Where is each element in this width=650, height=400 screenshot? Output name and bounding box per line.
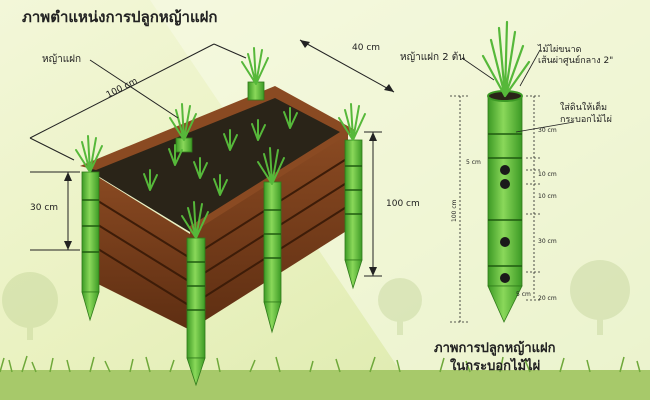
grass-pointer-line	[89, 59, 179, 119]
dimension-arrowheads-left	[64, 40, 394, 276]
seg-1-label: 10 cm	[538, 171, 557, 178]
seg-3-label: 30 cm	[538, 238, 557, 245]
grass-label: หญ้าแฝก	[42, 53, 81, 65]
soil-surface	[88, 92, 348, 232]
grass-count-label: หญ้าแฝก 2 ต้น	[400, 51, 465, 63]
tube-grass	[481, 20, 531, 98]
bamboo-post-right	[344, 139, 363, 261]
background-trees	[2, 260, 630, 340]
ground-grass	[0, 355, 650, 400]
tube-holes	[500, 165, 510, 283]
pointer-lines-right	[461, 49, 575, 133]
seg-4-label: 20 cm	[538, 295, 557, 302]
total-height-label: 100 cm	[451, 199, 458, 222]
dim-height-label: 30 cm	[30, 203, 58, 213]
seg-top-label: 30 cm	[538, 127, 557, 134]
caption-line-1: ภาพการปลูกหญ้าแฝก	[434, 340, 556, 356]
dim-line-length	[29, 43, 215, 139]
dim-post-label: 100 cm	[386, 199, 420, 209]
hole-size-bottom-label: 5 cm	[516, 291, 531, 298]
dim-width-label: 40 cm	[352, 43, 380, 53]
soil-label-2: กระบอกไม้ไผ่	[560, 114, 612, 125]
dimension-lines-right	[450, 95, 542, 323]
dim-line-width	[299, 39, 395, 93]
hole-size-top-label: 5 cm	[466, 159, 481, 166]
soil-label-1: ใส่ดินให้เต็ม	[560, 100, 607, 113]
bamboo-post-left	[81, 171, 100, 293]
bamboo-size-label-2: เส้นผ่าศูนย์กลาง 2"	[538, 54, 613, 66]
bamboo-size-label-1: ไม้ไผ่ขนาด	[537, 44, 582, 55]
caption-line-2: ในกระบอกไม้ไผ่	[450, 357, 540, 374]
bamboo-post-middle	[263, 181, 282, 303]
vetiver-grass-tufts	[75, 47, 366, 239]
bamboo-tube	[487, 90, 523, 323]
seg-2-label: 10 cm	[538, 193, 557, 200]
bamboo-post-front	[186, 237, 206, 359]
left-title: ภาพตำแหน่งการปลูกหญ้าแฝก	[22, 8, 217, 27]
dimension-lines-left	[29, 39, 395, 277]
